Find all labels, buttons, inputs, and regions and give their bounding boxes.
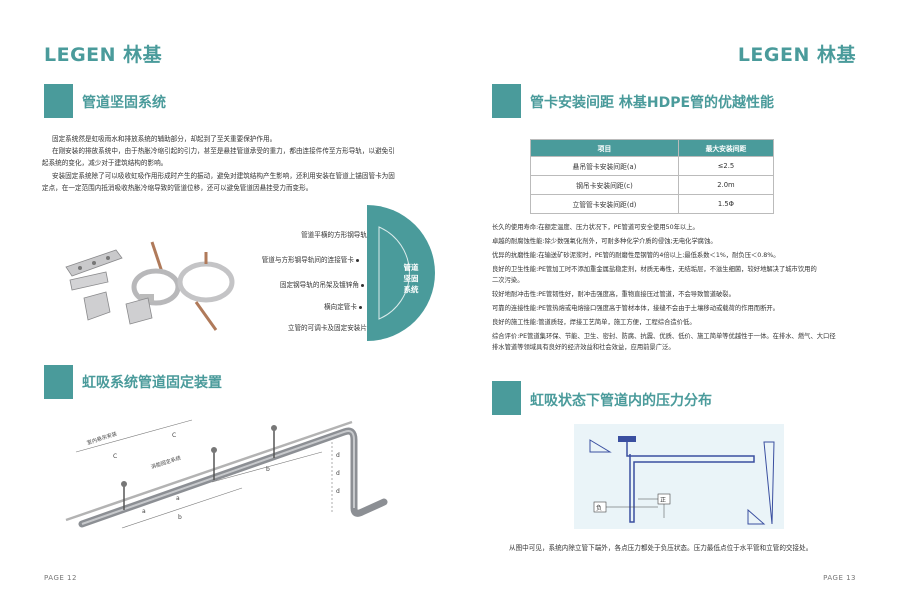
- dim-d-3: d: [336, 488, 340, 495]
- section-title-clamp-spacing: 管卡安装间距 林基HDPE管的优越性能: [530, 95, 775, 111]
- section-title-fixing-system: 管道坚固系统: [82, 95, 166, 111]
- intro-line-3: 起系统的变化，减少对于建筑结构的影响。: [42, 159, 168, 167]
- section-marker: [492, 381, 521, 415]
- feature-line-8: 良好的施工性能:管道质轻，焊接工艺简单，施工方便，工程综合造价低。: [492, 319, 696, 326]
- dim-c-1: C: [113, 453, 118, 460]
- pressure-caption: 从图中可见，系统内除立管下端外，各点压力都处于负压状态。压力最低点位于水平管和立…: [509, 544, 813, 552]
- pressure-diagram: 负 正: [574, 424, 784, 529]
- feature-line-9: 综合评价:PE管道集环保、节能、卫生、密封、防腐、抗震、优质、低价、施工简单等优…: [492, 333, 836, 340]
- feature-line-1: 长久的使用寿命:在额定温度、压力状况下，PE管道可安全使用50年以上。: [492, 224, 699, 231]
- feature-line-5: 二次污染。: [492, 277, 524, 284]
- section-marker: [492, 84, 521, 118]
- feature-line-6: 较好地耐冲击性:PE管韧性好，耐冲击强度高，重物直接压过管道，不会导致管道破裂。: [492, 291, 735, 298]
- brand-left: LEGEN 林基: [44, 44, 163, 66]
- dim-c-2: C: [172, 432, 177, 439]
- dim-b-1: b: [178, 514, 182, 521]
- clamp-spacing-table: 项目 最大安装间距 悬吊管卡安装间距(a) ≤2.5 钢吊卡安装间距(c) 2.…: [530, 139, 775, 214]
- section-title-pressure: 虹吸状态下管道内的压力分布: [530, 393, 712, 409]
- part-label-3: 固定钢导轨的吊架及镀锌角: [280, 279, 364, 289]
- intro-line-1: 固定系统然是虹吸雨水和排放系统的辅助部分，却起到了至关重要保护作用。: [52, 135, 277, 143]
- legend-negative: 负: [596, 505, 603, 512]
- brand-right: LEGEN 林基: [737, 44, 856, 66]
- fixing-system-circle: [367, 205, 435, 341]
- intro-line-2: 在刚安装的排放系统中，由于热胀冷缩引起的引力，甚至是悬挂管道承受的重力，都由连接…: [52, 147, 395, 155]
- table-row: 立管管卡安装间距(d) 1.5Φ: [530, 194, 775, 214]
- dim-b-2: b: [266, 466, 270, 473]
- part-label-4: 横向定管卡: [324, 301, 362, 311]
- section-title-siphon-fixing: 虹吸系统管道固定装置: [82, 375, 222, 391]
- section-marker: [44, 84, 73, 118]
- intro-line-4: 安装固定系统除了可以吸收虹吸作用形成时产生的振动，避免对建筑结构产生影响，还利用…: [52, 172, 395, 180]
- page-number-right: PAGE 13: [823, 574, 856, 582]
- feature-line-10: 排水管道等领域具有良好的经济效益和社会效益，应用前景广泛。: [492, 344, 675, 351]
- part-label-5: 立管的可调卡及固定安装片: [288, 322, 372, 332]
- part-label-1: 管道平横的方形钢导轨: [301, 229, 372, 239]
- table-row: 悬吊管卡安装间距(a) ≤2.5: [530, 156, 775, 176]
- dim-a-2: a: [176, 495, 180, 502]
- dim-d-2: d: [336, 470, 340, 477]
- siphon-fixing-diagram: [65, 419, 388, 529]
- feature-line-2: 卓越的耐腐蚀性能:除少数强氧化剂外，可耐多种化学介质的侵蚀;无电化学腐蚀。: [492, 238, 717, 245]
- legend-positive: 正: [660, 497, 667, 504]
- feature-line-3: 优异的抗磨性能:在输送矿砂泥浆时，PE管的耐磨性是钢管的4倍以上;最低系数＜1%…: [492, 252, 780, 259]
- clamp-products-image: [65, 241, 235, 331]
- feature-line-4: 良好的卫生性能:PE管加工时不添加重金属盐稳定剂，材质无毒性，无结垢层，不滋生细…: [492, 266, 817, 273]
- dim-d-1: d: [336, 452, 340, 459]
- part-label-2: 管道与方形钢导轨间的连接管卡: [262, 254, 359, 264]
- table-header-spacing: 最大安装间距: [677, 139, 775, 157]
- dim-a-1: a: [142, 508, 146, 515]
- page-number-left: PAGE 12: [44, 574, 77, 582]
- table-header-item: 项目: [530, 139, 679, 157]
- table-row: 钢吊卡安装间距(c) 2.0m: [530, 175, 775, 195]
- feature-line-7: 可靠的连接性能:PE管热熔或电熔接口强度高于管材本体，接缝不会由于土壤移动或载荷…: [492, 305, 779, 312]
- circle-label: 管道 坚固 系统: [403, 263, 419, 294]
- intro-line-5: 定点，在一定范围内抵消吸收热胀冷缩导致的管道位移，还可以避免管道因悬挂受力而变形…: [42, 184, 313, 192]
- section-marker: [44, 365, 73, 399]
